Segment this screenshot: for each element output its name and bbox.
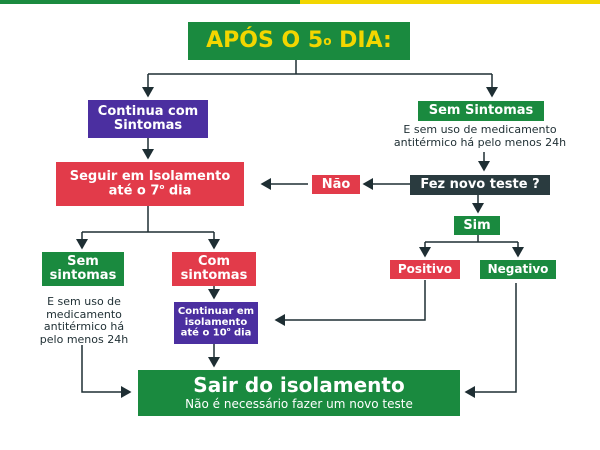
com-sintomas-box: Com sintomas [172,252,256,286]
title-sup: o [323,33,332,48]
isolamento-7-sup: o [159,182,165,192]
sem-sintomas-box: Sem Sintomas [418,101,544,121]
negativo-box: Negativo [480,260,556,279]
top-bar-yellow [300,0,600,4]
isolamento-10-box: Continuar em isolamento até o 10o dia [174,302,258,344]
com-sintomas-label: Com sintomas [180,254,248,283]
continua-sintomas-box: Continua com Sintomas [88,100,208,138]
sim-box: Sim [454,216,500,235]
nao-box: Não [312,175,360,194]
title-text: APÓS O 5 [206,28,324,54]
isolamento-10-line1: Continuar em [177,306,255,318]
isolamento-10-sup: o [226,327,231,334]
negativo-label: Negativo [487,262,549,277]
isolamento-7-line1: Seguir em Isolamento [69,168,231,184]
isolamento-10-line2: isolamento [184,316,248,328]
continua-sintomas-label: Continua com Sintomas [97,104,199,133]
sem-sintomas-label: Sem Sintomas [428,103,534,119]
isolamento-7-day: até o 7 [108,183,160,199]
top-bar-green [0,0,300,4]
novo-teste-box: Fez novo teste ? [410,175,550,195]
isolamento-10-line3: até o 10o dia [180,327,252,339]
positivo-box: Positivo [390,260,460,279]
title-suffix: DIA: [331,28,392,54]
isolamento-10-suffix: dia [230,327,252,339]
positivo-label: Positivo [397,262,453,277]
sem-sintomas-left-note: E sem uso de medicamento antitérmico há … [39,295,129,346]
sim-label: Sim [463,217,491,233]
isolamento-7-box: Seguir em Isolamento até o 7o dia [56,162,244,206]
isolamento-7-line2: até o 7o dia [109,183,192,198]
sem-sintomas-left-label: Sem sintomas [49,254,117,283]
sair-isolamento-box: Sair do isolamento Não é necessário faze… [138,370,460,416]
nao-label: Não [321,176,351,192]
sem-sintomas-left-box: Sem sintomas [42,252,124,286]
sem-sintomas-note: E sem uso de medicamento antitérmico há … [393,123,567,149]
novo-teste-label: Fez novo teste ? [420,177,540,193]
isolamento-10-day: até o 10 [180,327,227,339]
sair-isolamento-subtitle: Não é necessário fazer um novo teste [185,397,413,412]
isolamento-7-suffix: dia [164,183,192,199]
sair-isolamento-title: Sair do isolamento [193,373,405,398]
